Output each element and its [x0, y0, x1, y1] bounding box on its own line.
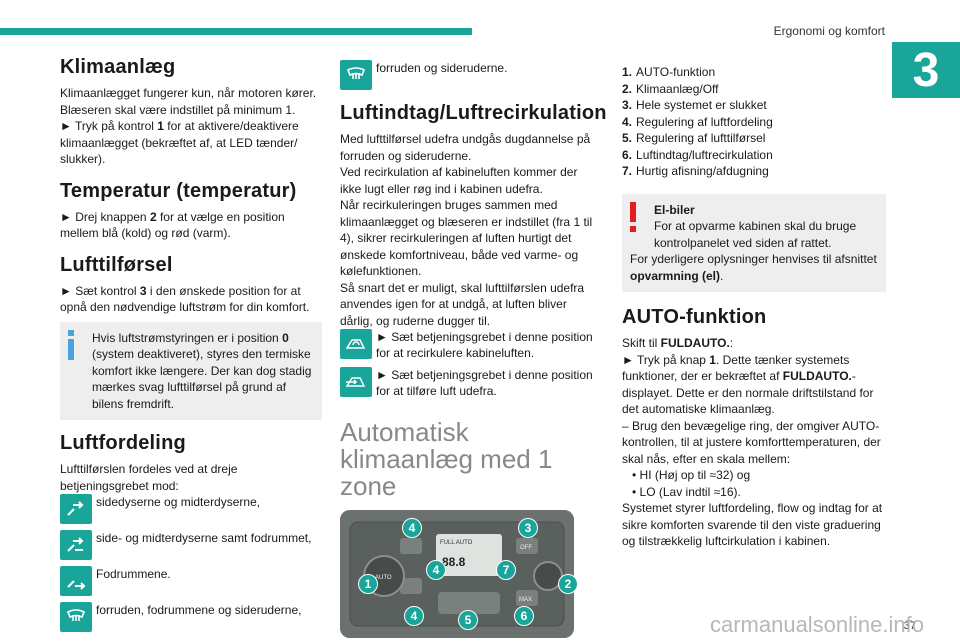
callout-marker: 5	[458, 610, 478, 630]
legend-list: 1.AUTO-funktion 2.Klimaanlæg/Off 3.Hele …	[622, 64, 886, 180]
panel-display-text: FULL AUTO	[440, 540, 473, 546]
callout-marker: 2	[558, 574, 578, 594]
list-item: side- og midterdyserne samt fodrummet,	[60, 530, 322, 560]
heading-klimaanlaeg: Klimaanlæg	[60, 56, 176, 78]
column-2: forruden og sideruderne. Luftindtag/Luft…	[340, 56, 607, 638]
info-icon	[68, 329, 74, 360]
callout-marker: 4	[426, 560, 446, 580]
panel-auto-label: AUTO	[375, 575, 392, 581]
legend-item: 5.Regulering af lufttilførsel	[622, 131, 766, 145]
list-item: forruden og sideruderne.	[340, 60, 602, 90]
warning-box: El-biler For at opvarme kabinen skal du …	[622, 193, 886, 292]
watermark: carmanualsonline.info	[709, 612, 924, 637]
recirculation-icon	[340, 329, 372, 359]
list-item: sidedyserne og midterdyserne,	[60, 494, 322, 524]
header-bar	[0, 28, 472, 35]
paragraph: Skift til FULDAUTO.:	[622, 336, 734, 350]
legend-item: 4.Regulering af luftfordeling	[622, 114, 773, 129]
column-1: Klimaanlæg Klimaanlægget fungerer kun, n…	[60, 56, 322, 644]
paragraph: ► Tryk på knap 1. Dette tænker systemets…	[622, 352, 874, 417]
legend-item: 1.AUTO-funktion	[622, 65, 716, 79]
heading-recirkulation: Luftindtag/Luftrecirkulation	[340, 102, 607, 124]
list-item: forruden, fodrummene og sideruderne,	[60, 602, 322, 632]
callout-marker: 4	[404, 606, 424, 626]
callout-marker: 1	[358, 574, 378, 594]
paragraph: ► Drej knappen 2 for at vælge en positio…	[60, 209, 285, 241]
paragraph: Systemet styrer luftfordeling, flow og i…	[622, 501, 883, 548]
heading-temperatur: Temperatur (temperatur)	[60, 179, 297, 202]
list-item: ► Sæt betjeningsgrebet i denne position …	[340, 329, 602, 361]
paragraph: • HI (Høj op til ≈32) og	[632, 468, 751, 482]
paragraph: – Brug den bevægelige ring, der omgiver …	[622, 418, 881, 466]
windscreen-feet-vent-icon	[60, 602, 92, 632]
face-vent-icon	[60, 494, 92, 524]
callout-marker: 7	[496, 560, 516, 580]
list-item: Fodrummene.	[60, 566, 322, 596]
paragraph: Med lufttilførsel udefra undgås dugdanne…	[340, 132, 593, 328]
panel-display-digits: 88.8	[442, 555, 466, 569]
callout-marker: 6	[514, 606, 534, 626]
paragraph: Klimaanlægget fungerer kun, når motoren …	[60, 86, 317, 100]
info-box: Hvis luftstrømstyringen er i position 0 …	[60, 321, 322, 420]
climate-panel-image: FULL AUTO 88.8 OFF AUTO MAX 1 2 3 4 4 4 …	[340, 510, 578, 638]
warning-icon	[630, 201, 636, 232]
callout-marker: 3	[518, 518, 538, 538]
windscreen-vent-icon	[340, 60, 372, 90]
panel-off-label: OFF	[520, 545, 532, 551]
paragraph: Lufttilførslen fordeles ved at dreje bet…	[60, 462, 238, 493]
heading-luftfordeling: Luftfordeling	[60, 432, 186, 454]
paragraph: • LO (Lav indtil ≈16).	[632, 484, 741, 499]
chapter-number: 3	[892, 42, 960, 98]
legend-item: 7.Hurtig afisning/afdugning	[622, 164, 769, 178]
list-item: ► Sæt betjeningsgrebet i denne position …	[340, 367, 602, 399]
heading-lufttilforsel: Lufttilførsel	[60, 253, 173, 276]
paragraph: Blæseren skal være indstillet på minimum…	[60, 102, 296, 117]
feet-vent-icon	[60, 566, 92, 596]
heading-auto-klimaanlaeg: Automatisk klimaanlæg med 1 zone	[340, 417, 553, 501]
column-3: 1.AUTO-funktion 2.Klimaanlæg/Off 3.Hele …	[622, 56, 886, 562]
legend-item: 6.Luftindtag/luftrecirkulation	[622, 147, 773, 162]
face-feet-vent-icon	[60, 530, 92, 560]
section-header: Ergonomi og komfort	[773, 24, 885, 38]
panel-max-label: MAX	[519, 597, 532, 603]
heading-auto-funktion: AUTO-funktion	[622, 306, 767, 328]
fresh-air-icon	[340, 367, 372, 397]
legend-item: 3.Hele systemet er slukket	[622, 98, 767, 112]
callout-marker: 4	[402, 518, 422, 538]
legend-item: 2.Klimaanlæg/Off	[622, 81, 719, 96]
page-number: 37	[903, 620, 916, 632]
paragraph: ► Sæt kontrol 3 i den ønskede position f…	[60, 283, 310, 315]
paragraph: ► Tryk på kontrol 1 for at aktivere/deak…	[60, 119, 299, 166]
